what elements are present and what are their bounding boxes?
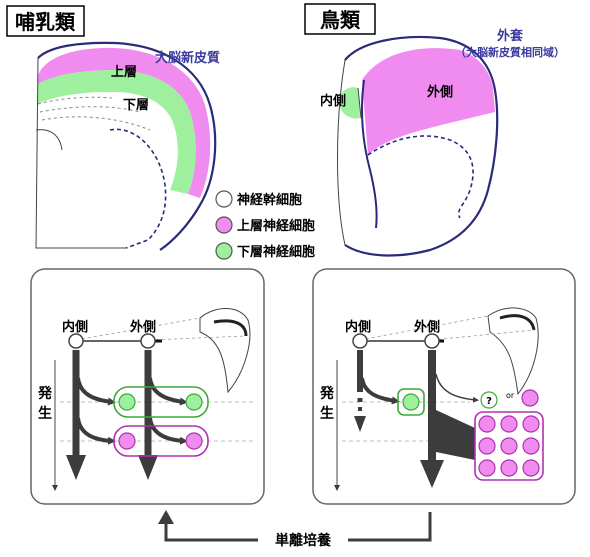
lateral-lineage-arrowhead — [138, 455, 158, 480]
bird-lower-neuron-box — [397, 388, 425, 416]
bird-upper-neuron-cell — [478, 415, 496, 433]
upper-layer-region — [38, 47, 211, 198]
medial-lineage-arrowhead — [66, 455, 86, 480]
bird-medial-stem-cell — [352, 333, 368, 349]
lower-neuron-cell — [118, 393, 136, 411]
bird-upper-neuron-cell — [500, 459, 518, 477]
upper-layer-label: 上層 — [111, 65, 137, 80]
mammal-dashed-line-1 — [37, 96, 113, 105]
bird-lateral-label: 外側 — [426, 84, 453, 100]
bird-upper-neuron-cell — [500, 437, 518, 455]
isolation-culture-bracket: 単離培養 — [158, 510, 432, 550]
mammal-region-label: 大脳新皮質 — [155, 50, 220, 66]
mammal-dashed-line-3 — [41, 116, 151, 131]
bird-upper-neuron-cell — [478, 437, 496, 455]
panel-right-axis-label-1: 発 — [319, 385, 335, 402]
bird-lateral-stem-cell — [424, 333, 440, 349]
bird-thumbnail-pallium — [499, 314, 536, 331]
lateral-branch-upper — [148, 417, 188, 445]
medial-branch-upper — [76, 417, 116, 445]
or-label: or — [506, 391, 515, 400]
legend-label-lower-neuron: 下層神経細胞 — [237, 244, 315, 260]
upper-neuron-group — [113, 425, 209, 457]
culture-label-bg — [258, 528, 348, 550]
bird-upper-neuron-cell — [522, 437, 540, 455]
bird-medial-branch — [360, 377, 400, 405]
lower-neuron-group — [113, 386, 209, 418]
panel-left-axis-label-2: 生 — [38, 405, 52, 422]
legend-swatch-stem-cell — [215, 190, 233, 208]
bird-medial-arrowhead — [354, 416, 366, 432]
mammal-cut-outline — [35, 57, 126, 249]
panel-left-medial-label: 内側 — [62, 319, 88, 335]
mammal-inner-region — [38, 92, 178, 200]
thumbnail-guide-line-2 — [149, 335, 247, 341]
legend-label-upper-neuron: 上層神経細胞 — [237, 218, 315, 234]
lateral-stem-cell — [140, 333, 156, 349]
mammal-ventricle-outline — [109, 128, 167, 249]
bird-medial-outline — [337, 59, 346, 246]
bird-title-box — [304, 3, 376, 35]
thumbnail-guide-line-4 — [431, 329, 535, 341]
mammal-dashed-line-2 — [39, 106, 141, 113]
bird-upper-neuron-grid — [478, 415, 540, 477]
bird-upper-neuron-cell — [522, 459, 540, 477]
panel-left-lateral-label: 外側 — [129, 319, 156, 335]
medial-region — [340, 87, 360, 119]
bird-upper-neuron-cell — [522, 415, 540, 433]
bird-inner-boundary — [367, 135, 474, 219]
mammal-midline — [35, 129, 63, 151]
pallium-region — [362, 48, 495, 155]
mammal-thumbnail-cortex — [213, 319, 248, 337]
bird-title: 鳥類 — [320, 8, 361, 32]
panel-right-medial-label: 内側 — [345, 319, 371, 335]
lower-layer-region — [38, 70, 196, 194]
medial-stem-cell — [68, 333, 84, 349]
lateral-branch-lower — [148, 377, 188, 406]
bird-section: 鳥類 外套 （大脳新皮質相同域） 内側 外側 — [304, 3, 565, 257]
bird-lower-neuron-cell — [402, 393, 420, 411]
mammal-section: 哺乳類 大脳新皮質 上層 下層 — [6, 5, 220, 251]
bird-ventricle-line — [361, 79, 378, 229]
bird-upper-neuron-group — [474, 411, 544, 481]
mammal-cortex-outline — [37, 41, 217, 251]
mammal-title: 哺乳類 — [15, 10, 76, 34]
culture-bracket-arrowhead — [158, 510, 174, 524]
bird-region-label: 外套 — [496, 28, 524, 44]
legend: 神経幹細胞 上層神経細胞 下層神経細胞 — [215, 190, 315, 260]
bird-upper-neuron-cell — [500, 415, 518, 433]
mammal-title-box — [6, 5, 85, 37]
panel-right-axis-label-2: 生 — [320, 405, 334, 422]
bird-upper-neuron-cell — [478, 459, 496, 477]
legend-swatch-upper-neuron — [215, 216, 233, 234]
culture-label: 単離培養 — [275, 532, 331, 549]
bird-pallium-outline — [344, 35, 499, 257]
upper-neuron-cell — [118, 432, 136, 450]
upper-neuron-cell — [185, 432, 203, 450]
medial-branch-lower — [76, 377, 116, 406]
legend-label-stem-cell: 神経幹細胞 — [237, 192, 302, 208]
panel-right-lateral-label: 外側 — [413, 319, 440, 335]
bird-region-note: （大脳新皮質相同域） — [455, 45, 565, 59]
thumbnail-guide-line-3 — [359, 315, 489, 341]
unknown-neuron-cell — [480, 391, 498, 409]
bird-lateral-minor-branch — [435, 373, 479, 403]
legend-swatch-lower-neuron — [215, 242, 233, 260]
lower-layer-label: 下層 — [123, 98, 149, 113]
bird-upper-neuron-candidate — [521, 389, 539, 407]
bird-medial-edge — [357, 87, 362, 119]
lower-neuron-cell — [185, 393, 203, 411]
panel-left-axis-label-1: 発 — [37, 385, 53, 402]
mammal-thumbnail — [199, 308, 251, 394]
unknown-neuron-mark: ? — [486, 396, 492, 407]
thumbnail-guide-line-1 — [75, 317, 201, 341]
bird-lineage-panel: 内側 外側 発 生 ? or — [312, 268, 576, 505]
bird-lateral-major-wedge — [436, 410, 475, 460]
bird-lateral-arrowhead — [420, 460, 444, 488]
bird-medial-label: 内側 — [320, 93, 346, 109]
bird-thumbnail — [487, 307, 539, 396]
mammal-lineage-panel: 内側 外側 発 生 — [30, 268, 265, 505]
